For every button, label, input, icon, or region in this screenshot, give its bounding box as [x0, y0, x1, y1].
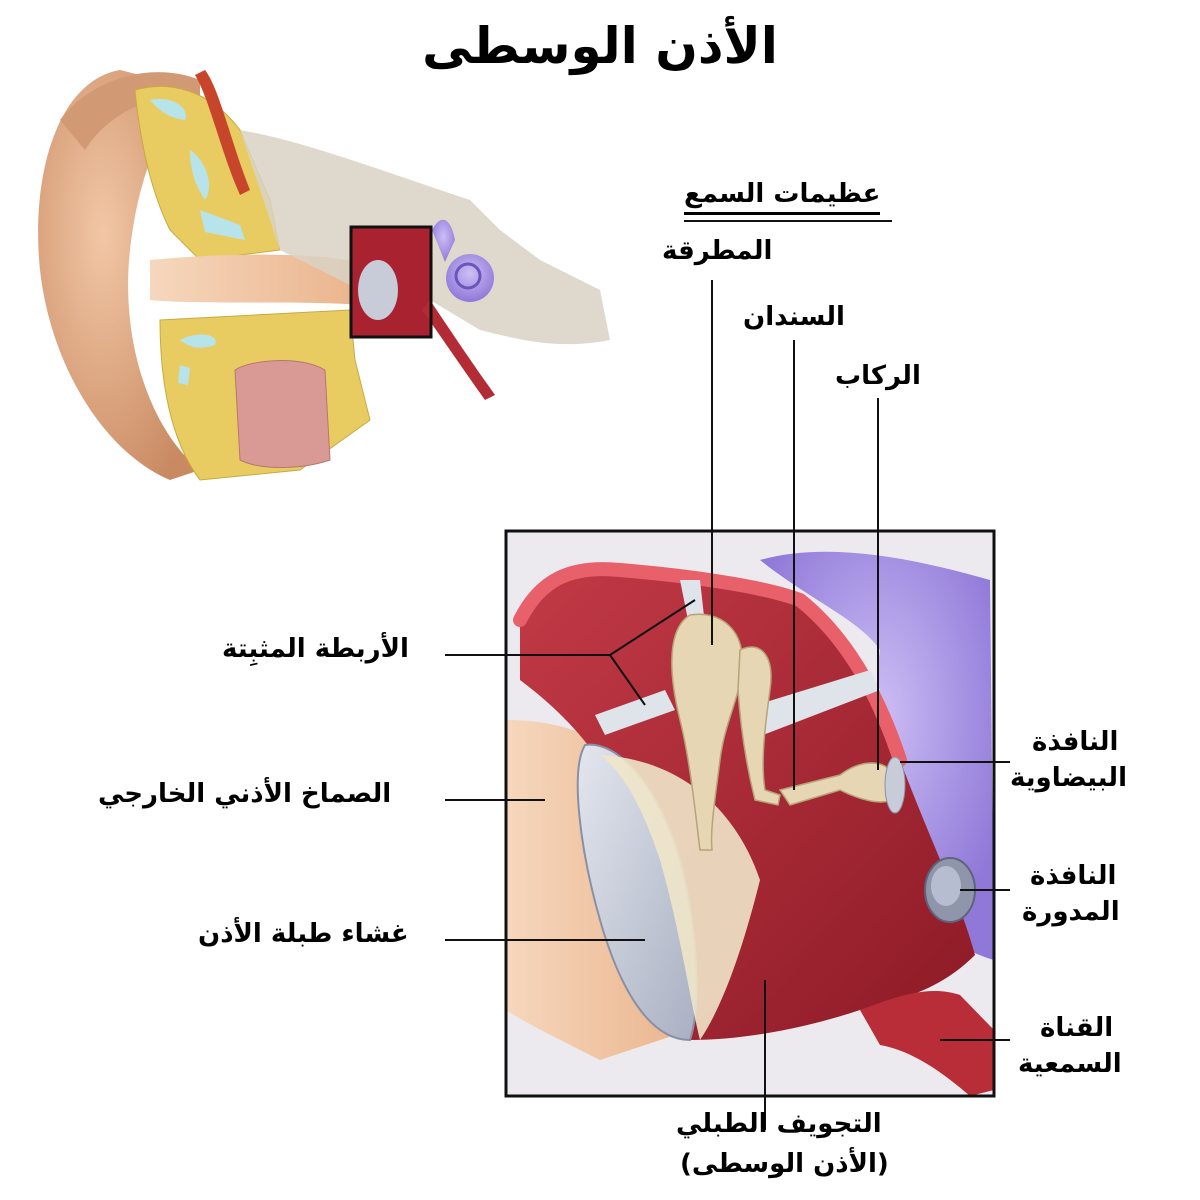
zoom-panel-frame	[504, 529, 996, 1098]
incus-label: السندان	[743, 302, 845, 332]
ligaments-leader-branch-1	[609, 599, 696, 656]
pinna	[38, 70, 200, 480]
overview-ear-canal	[150, 254, 362, 305]
leader-lines	[445, 220, 1010, 1130]
round-window-label-1: النافذة	[1030, 861, 1117, 891]
malleus-label: المطرقة	[662, 236, 773, 266]
zoom-panel	[504, 529, 996, 1098]
incus	[737, 646, 781, 806]
overview-zoom-box	[349, 225, 433, 339]
eustachian-tube	[860, 990, 994, 1096]
tympanic-cavity-label-2: (الأذن الوسطى)	[680, 1149, 889, 1179]
tympanic-membrane-label: غشاء طبلة الأذن	[198, 919, 409, 949]
ligaments-leader-branch-2	[609, 654, 646, 706]
oval-window	[884, 756, 906, 814]
suspensory-ligament-left	[595, 690, 675, 735]
ossicles-heading: عظيمات السمع	[684, 179, 881, 215]
eustachian-tube-label-1: القناة	[1040, 1013, 1114, 1043]
stapes-label: الركاب	[835, 361, 921, 391]
tympanic-cavity-label-1: التجويف الطبلي	[676, 1109, 882, 1139]
suspensory-ligament-right	[740, 670, 880, 740]
oval-window-label-1: النافذة	[1032, 727, 1119, 757]
ear-overview	[38, 70, 610, 481]
suspensory-ligaments-label: الأربطة المثبِتة	[222, 634, 409, 664]
external-auditory-canal-label: الصماخ الأذني الخارجي	[98, 779, 392, 809]
diagram-title: الأذن الوسطى	[422, 17, 778, 75]
parotid-tissue	[234, 360, 331, 468]
overview-cochlea	[446, 254, 494, 302]
oval-window-label-2: البيضاوية	[1010, 763, 1127, 793]
eustachian-tube-label-2: السمعية	[1018, 1049, 1122, 1079]
round-window-label-2: المدورة	[1022, 897, 1120, 927]
